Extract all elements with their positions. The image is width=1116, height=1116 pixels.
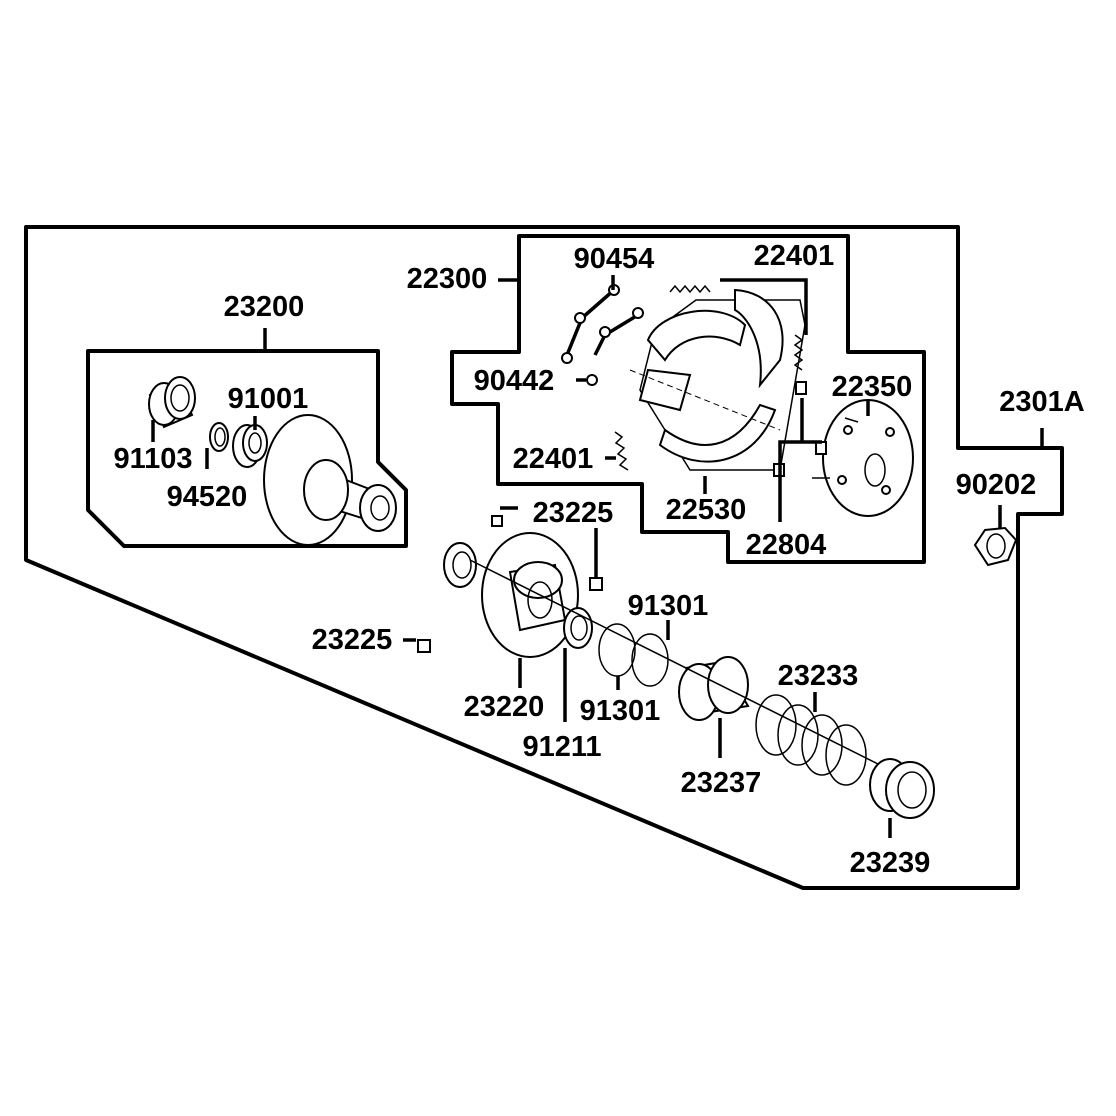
part-23225-middle-nut <box>589 577 603 591</box>
label-91103: 91103 <box>113 443 192 475</box>
label-22300: 22300 <box>407 263 488 295</box>
label-2301A: 2301A <box>999 386 1085 418</box>
label-90454: 90454 <box>574 243 655 275</box>
label-91001: 91001 <box>228 383 309 415</box>
label-22804: 22804 <box>746 529 827 561</box>
leader-22804 <box>778 398 822 522</box>
frame-22300 <box>450 234 926 564</box>
label-22530: 22530 <box>666 494 747 526</box>
label-90442: 90442 <box>474 365 555 397</box>
part-90442-pin <box>586 374 598 386</box>
part-23220-sliding-sheave <box>481 532 579 658</box>
label-23225-upper: 23225 <box>533 497 614 529</box>
part-23200-driven-pulley <box>263 414 397 546</box>
label-91301-upper: 91301 <box>628 590 709 622</box>
label-22401-lower: 22401 <box>513 443 594 475</box>
label-91301-lower: 91301 <box>580 695 661 727</box>
part-94520-circlip <box>209 422 229 452</box>
part-23239-seat <box>869 758 935 819</box>
part-91103-needle-bearing <box>148 376 196 429</box>
outer-frame <box>24 225 1064 890</box>
label-23200: 23200 <box>224 291 305 323</box>
label-90202: 90202 <box>956 469 1037 501</box>
part-91001-ball-bearing <box>232 424 268 468</box>
part-23237-collar <box>678 656 750 721</box>
frame-23200 <box>86 349 408 548</box>
part-22530-clutch-shoes <box>629 288 806 471</box>
label-22401-top: 22401 <box>754 240 835 272</box>
label-23220: 23220 <box>464 691 545 723</box>
part-90202-nut <box>973 526 1018 567</box>
label-94520: 94520 <box>167 481 248 513</box>
part-91301-o-rings <box>598 623 669 687</box>
part-23225-lower-bolt <box>417 639 431 653</box>
label-22350: 22350 <box>832 371 913 403</box>
part-23233-spring <box>755 694 867 786</box>
part-22401-spring-top <box>669 284 711 294</box>
part-90454-link-plates <box>561 284 644 364</box>
leader-22401-top <box>720 278 808 335</box>
label-23225-lower: 23225 <box>312 624 393 656</box>
axis-line <box>469 559 931 791</box>
part-oil-seal-left <box>443 542 477 588</box>
label-23237: 23237 <box>681 767 762 799</box>
part-22401-spring-lower <box>614 431 629 471</box>
label-23233: 23233 <box>778 660 859 692</box>
part-23225-upper-nut <box>491 515 503 527</box>
label-23239: 23239 <box>850 847 931 879</box>
label-91211: 91211 <box>522 731 601 763</box>
part-22350-backplate <box>812 399 914 517</box>
part-22401-spring-side <box>793 334 804 371</box>
